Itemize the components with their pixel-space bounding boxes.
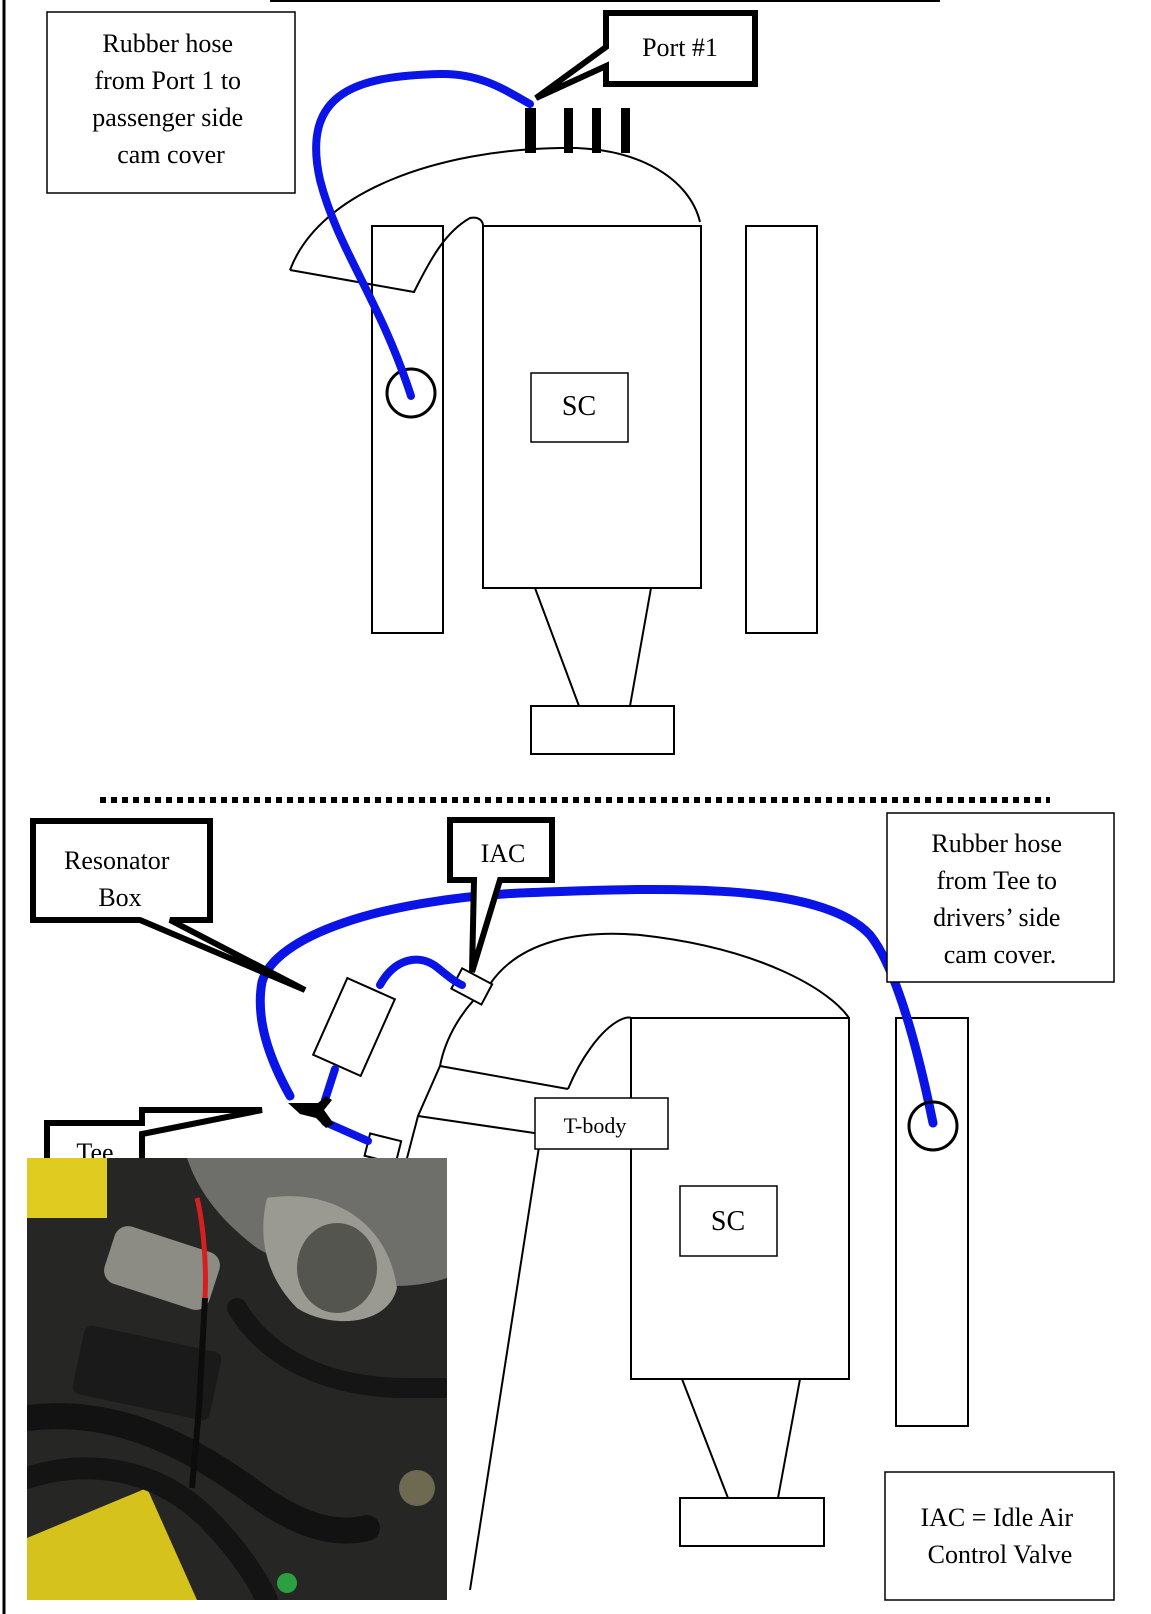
port-1 [525,108,536,153]
tbody-line-1 [440,1066,568,1089]
snout-right [630,588,651,706]
snout-left-lower [682,1379,728,1498]
hose-port1-to-passenger-cam [316,74,530,396]
iac-label: IAC [481,839,526,868]
intake-ports [525,108,630,153]
right-cam-cover [746,226,817,633]
sc-label: SC [562,391,596,422]
engine-bay-photo [27,1158,447,1600]
intake-plenum-lower [290,218,483,292]
tee-fitting [288,1096,334,1128]
port-3 [592,108,601,153]
hose-resonator-to-iac [380,960,462,985]
tube-down-line [470,1134,541,1590]
snout-left [535,588,579,706]
hose-resonator-to-tee [325,1069,335,1100]
drivers-cam-cover [896,1018,968,1426]
fitting-photo [399,1470,435,1506]
engine-bay-photo-art [27,1158,447,1600]
green-cap [277,1573,297,1593]
port-label: Port #1 [642,33,718,62]
pulley-lower [680,1498,824,1546]
tbody-label: T-body [564,1113,627,1138]
pulley [531,706,674,754]
intake-tube-inner [568,1018,631,1090]
yellow-body-panel [27,1158,107,1218]
top-diagram: SC Rubber hose from Port 1 to passenger … [47,12,817,754]
resonator-box [313,978,395,1076]
throttle-bore [297,1223,377,1313]
port-2 [564,108,573,153]
intake-tube-outer [490,934,849,1018]
sc-label-lower: SC [711,1206,745,1237]
snout-right-lower [778,1379,800,1498]
tbody-line-2 [418,1116,541,1134]
legend-box [885,1472,1114,1600]
port-4 [621,108,630,153]
